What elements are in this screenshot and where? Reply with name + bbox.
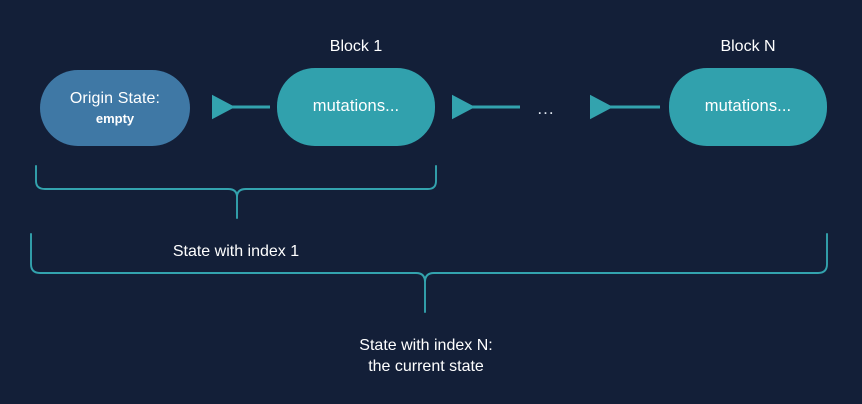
- node-block-1[interactable]: mutations...: [277, 68, 435, 146]
- block-1-label: mutations...: [312, 97, 400, 116]
- brace-label-state-index-n-line2: the current state: [368, 358, 484, 376]
- chain-ellipsis: ...: [537, 99, 555, 118]
- origin-state-subtitle: empty: [95, 110, 135, 126]
- node-origin-state[interactable]: Origin State: empty: [40, 70, 190, 146]
- brace-state-index-1: [35, 165, 437, 219]
- block-n-label: mutations...: [704, 97, 792, 116]
- node-block-n[interactable]: mutations...: [669, 68, 827, 146]
- block-n-caption: Block N: [720, 38, 776, 55]
- brace-label-state-index-n-line1: State with index N:: [359, 337, 493, 354]
- brace-label-state-index-1: State with index 1: [172, 243, 300, 260]
- block-1-caption: Block 1: [329, 38, 383, 55]
- brace-label-state-index-n: State with index N: the current state: [226, 335, 626, 377]
- brace-state-index-n: [30, 233, 828, 313]
- origin-state-title: Origin State:: [69, 89, 161, 107]
